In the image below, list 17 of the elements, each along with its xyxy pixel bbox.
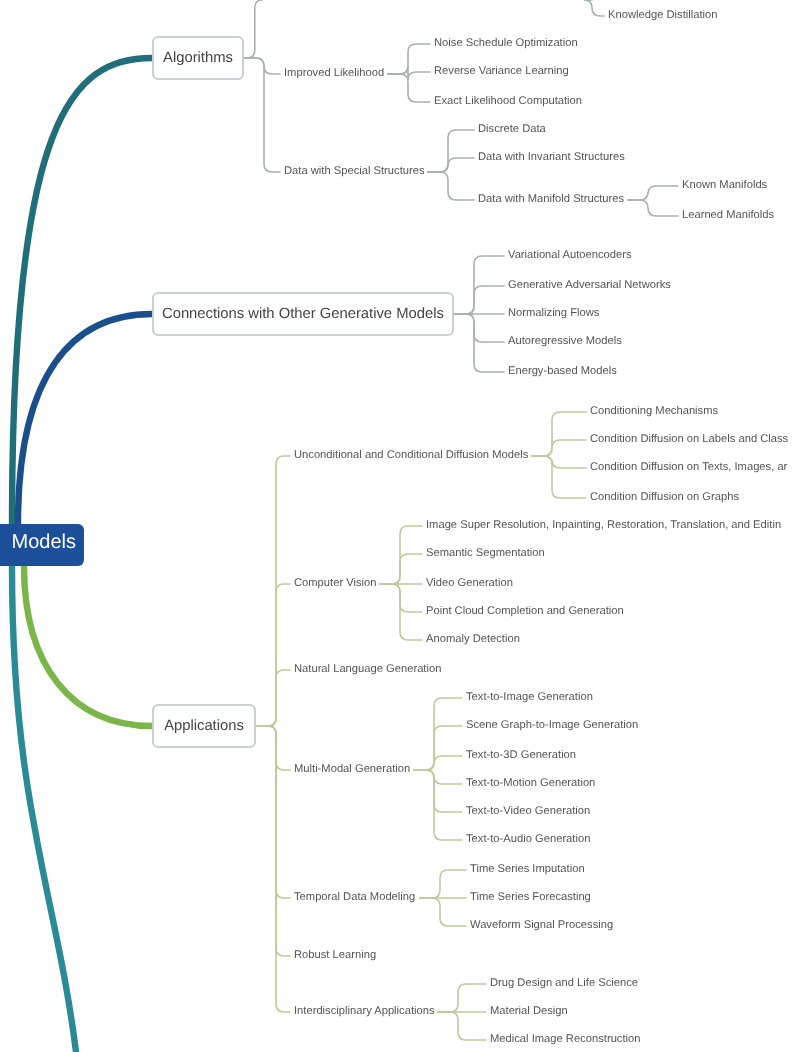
branch-line <box>8 562 80 1052</box>
branch-line <box>453 313 505 373</box>
branch-line <box>627 199 679 217</box>
branch-line <box>413 769 463 841</box>
branch-line <box>14 310 156 528</box>
branch-line <box>437 1011 487 1041</box>
branch-line <box>8 54 156 528</box>
branch-line <box>419 897 467 927</box>
branch-line <box>387 73 431 103</box>
branch-line <box>583 0 605 17</box>
branch-line <box>20 562 156 730</box>
branch-line <box>379 583 423 641</box>
branch-line <box>427 171 475 201</box>
branch-line <box>255 725 291 1013</box>
branch-line <box>243 57 281 173</box>
root-topic-box: Models <box>0 523 84 565</box>
branch-line <box>531 455 587 499</box>
